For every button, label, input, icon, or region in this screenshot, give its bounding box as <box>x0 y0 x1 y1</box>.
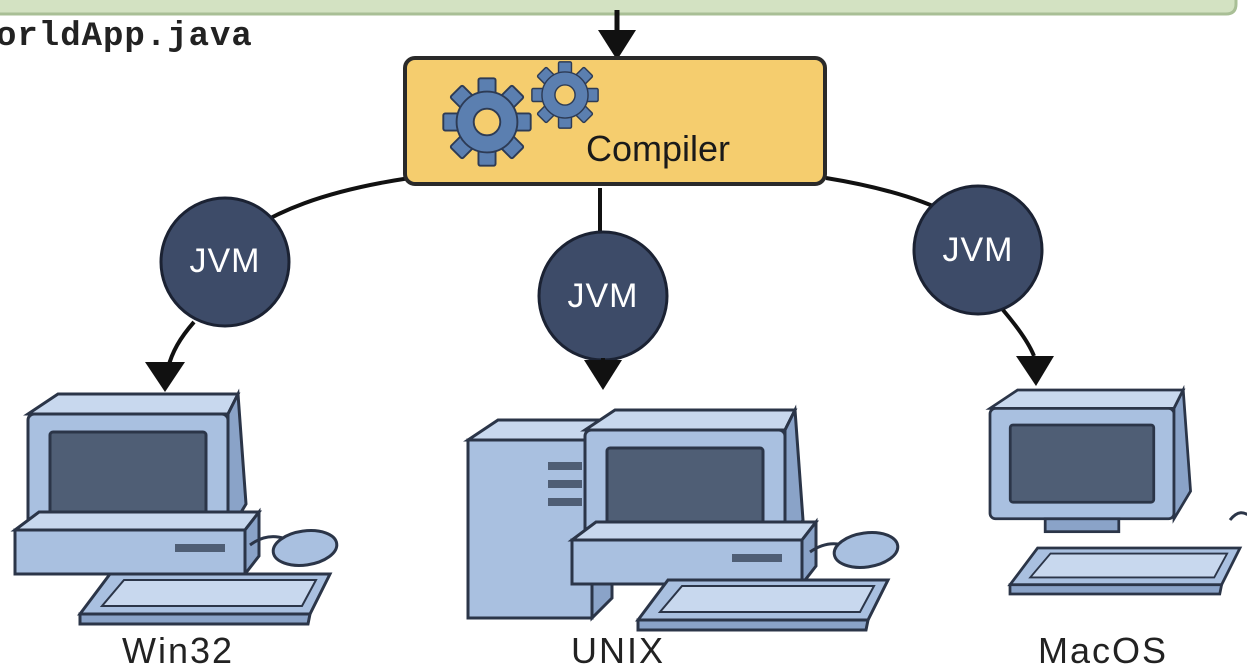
compiler-label: Compiler <box>586 128 731 169</box>
unix-computer-icon <box>463 408 902 632</box>
jvm-node-win32 <box>159 196 291 328</box>
jvm-label-macos: JVM <box>942 231 1014 269</box>
jvm-node-macos <box>912 184 1044 316</box>
arrow-to-macos <box>1001 308 1054 386</box>
arrow-to-compiler <box>598 10 636 60</box>
source-file-label: orldApp.java <box>0 18 253 56</box>
platform-label-win32: Win32 <box>121 630 235 671</box>
arrow-to-win32 <box>145 320 196 392</box>
platform-label-unix: UNIX <box>570 630 665 671</box>
win32-computer-icon <box>13 392 341 626</box>
macos-computer-icon <box>988 388 1247 596</box>
jvm-label-win32: JVM <box>189 242 261 280</box>
platform-label-macos: MacOS <box>1037 630 1169 671</box>
arrow-to-unix <box>584 358 622 390</box>
jvm-label-unix: JVM <box>567 277 639 315</box>
source-banner <box>0 0 1238 16</box>
